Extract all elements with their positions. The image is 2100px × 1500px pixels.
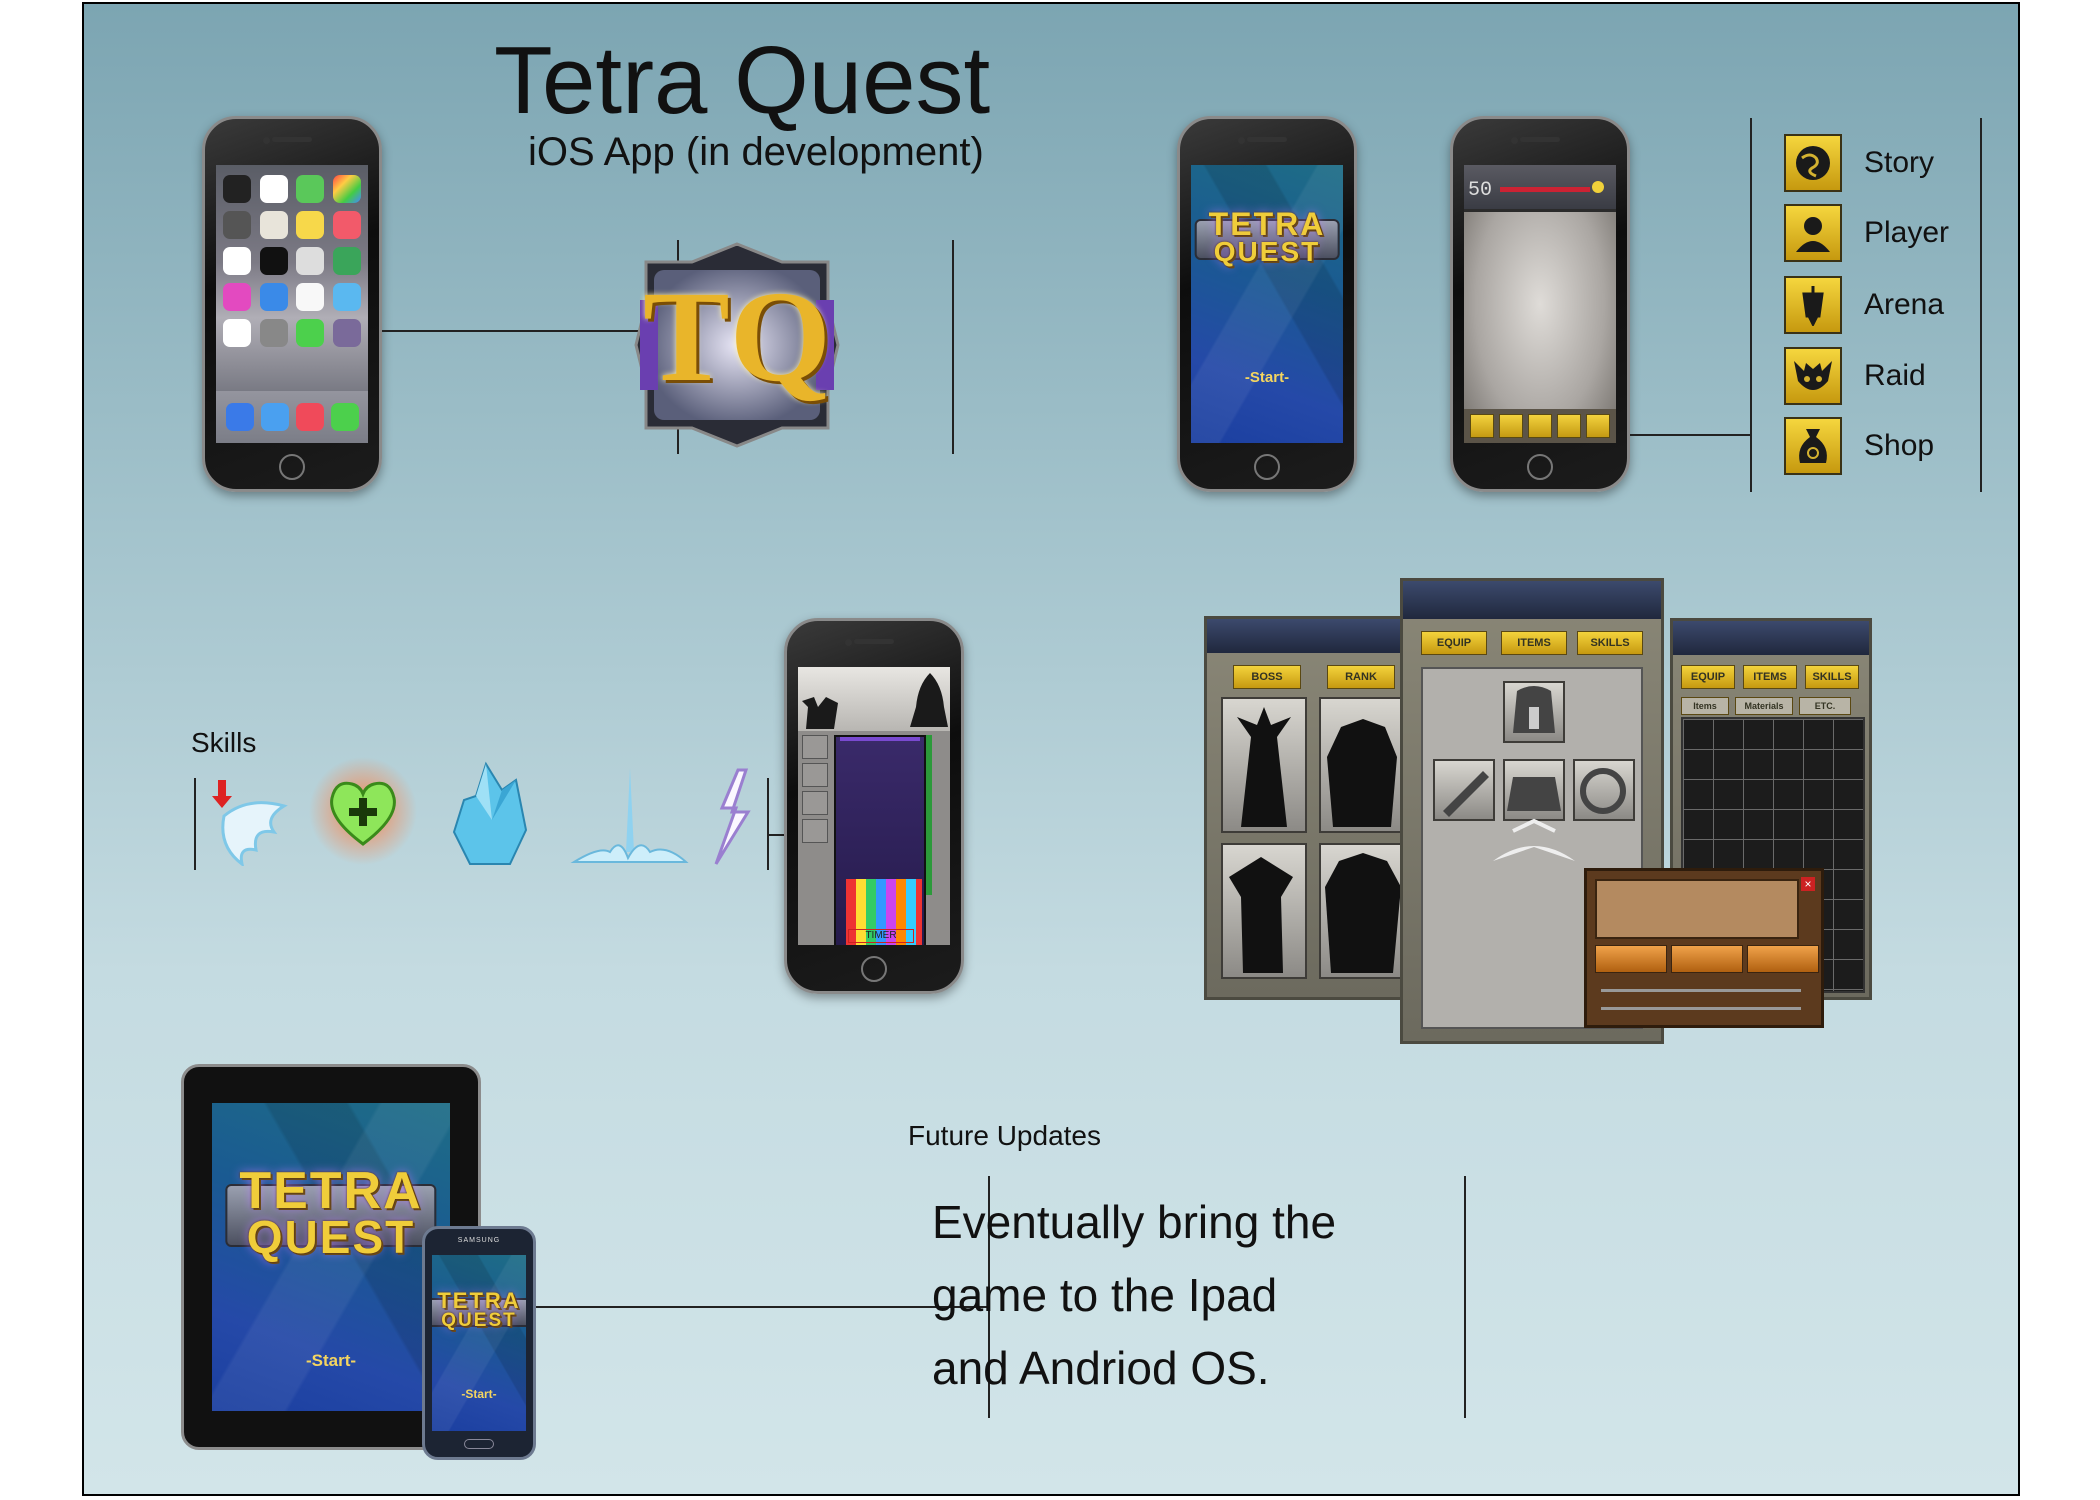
- mini-story-icon[interactable]: [1469, 414, 1494, 438]
- player-icon: [1784, 204, 1842, 262]
- tetris-board[interactable]: [834, 735, 926, 945]
- iphone-splash-screen[interactable]: TETRA QUEST -Start-: [1177, 116, 1357, 492]
- iphone-gameplay-screen: TIMER: [784, 618, 964, 994]
- mini-arena-icon[interactable]: [1527, 414, 1552, 438]
- menu-item-raid[interactable]: Raid: [1784, 347, 1926, 405]
- menu-item-arena[interactable]: Arena: [1784, 276, 1944, 334]
- connector-line: [536, 1306, 988, 1308]
- mini-player-icon[interactable]: [1498, 414, 1523, 438]
- bracket-line: [952, 240, 954, 454]
- dialog-button[interactable]: [1747, 945, 1819, 973]
- bracket-line: [988, 1176, 990, 1418]
- connector-line: [1630, 434, 1750, 436]
- raid-icon: [1784, 347, 1842, 405]
- future-updates-text: Eventually bring the game to the Ipad an…: [932, 1196, 1337, 1394]
- timer-label: TIMER: [848, 929, 914, 943]
- ipad-tetra-quest-logo: TETRA QUEST: [225, 1165, 437, 1260]
- dialog-popup[interactable]: ×: [1584, 868, 1824, 1028]
- bracket-line: [1464, 1176, 1466, 1418]
- tab-skills[interactable]: SKILLS: [1577, 631, 1643, 655]
- tab-items[interactable]: ITEMS: [1501, 631, 1567, 655]
- ice-crystal-icon[interactable]: [446, 760, 536, 875]
- ice-spike-icon[interactable]: [570, 766, 690, 875]
- tab-boss[interactable]: BOSS: [1233, 665, 1301, 689]
- bracket-line: [767, 778, 769, 870]
- subtab-etc[interactable]: ETC.: [1799, 697, 1851, 715]
- boss-rank-panel: BOSS RANK: [1204, 616, 1434, 1000]
- shop-bag-icon: [1784, 417, 1842, 475]
- tab-skills-right[interactable]: SKILLS: [1805, 665, 1859, 689]
- bracket-line: [194, 778, 196, 870]
- subtab-materials[interactable]: Materials: [1735, 697, 1793, 715]
- tab-items-right[interactable]: ITEMS: [1743, 665, 1797, 689]
- close-icon[interactable]: ×: [1801, 877, 1815, 891]
- menu-bar: [1464, 409, 1616, 443]
- arena-icon: [1784, 276, 1842, 334]
- skills-label: Skills: [191, 727, 257, 758]
- bracket-line: [1750, 118, 1752, 492]
- health-bar: [926, 735, 932, 895]
- page-title: Tetra Quest: [494, 27, 991, 134]
- menu-item-player[interactable]: Player: [1784, 204, 1949, 262]
- tab-rank[interactable]: RANK: [1327, 665, 1395, 689]
- start-button[interactable]: -Start-: [1244, 369, 1290, 386]
- tq-app-icon: TQ: [632, 240, 842, 450]
- iphone-menu-screen: 50: [1450, 116, 1630, 492]
- dock: [216, 391, 368, 443]
- dialog-content: [1595, 879, 1799, 939]
- mini-shop-icon[interactable]: [1586, 414, 1611, 438]
- bracket-line: [1980, 118, 1982, 492]
- skill-slot[interactable]: [802, 819, 828, 843]
- wing-drop-icon[interactable]: [208, 776, 292, 871]
- samsung-brand: SAMSUNG: [457, 1237, 501, 1244]
- dialog-button[interactable]: [1595, 945, 1667, 973]
- home-button: [464, 1439, 494, 1449]
- tq-letters: TQ: [643, 265, 831, 409]
- skill-slot[interactable]: [802, 735, 828, 759]
- android-phone: SAMSUNG TETRA QUEST -Start-: [422, 1226, 536, 1460]
- status-bar: 50: [1464, 165, 1616, 212]
- menu-item-story[interactable]: Story: [1784, 134, 1934, 192]
- level-indicator: 50: [1468, 179, 1493, 202]
- skill-slot[interactable]: [802, 763, 828, 787]
- subtab-items[interactable]: Items: [1681, 697, 1729, 715]
- android-tetra-quest-logo: TETRA QUEST: [432, 1290, 526, 1330]
- globe-icon: [1784, 134, 1842, 192]
- future-updates-label: Future Updates: [908, 1120, 1101, 1151]
- presentation-board: Tetra Quest iOS App (in development): [82, 2, 2020, 1496]
- equipment-panel: EQUIP ITEMS SKILLS: [1400, 578, 1664, 1044]
- ipad-start-button[interactable]: -Start-: [305, 1351, 357, 1370]
- app-grid: [222, 175, 362, 347]
- tetra-quest-logo: TETRA QUEST: [1194, 208, 1340, 266]
- android-start-button[interactable]: -Start-: [461, 1387, 497, 1401]
- menu-item-shop[interactable]: Shop: [1784, 417, 1934, 475]
- coin-icon: [1592, 181, 1604, 193]
- tab-equip-right[interactable]: EQUIP: [1681, 665, 1735, 689]
- mini-raid-icon[interactable]: [1557, 414, 1582, 438]
- slider-track[interactable]: [1601, 989, 1801, 992]
- dialog-button[interactable]: [1671, 945, 1743, 973]
- battle-header: [798, 667, 950, 731]
- iphone-home-screen: [202, 116, 382, 492]
- connector-line: [382, 330, 678, 332]
- slider-track[interactable]: [1601, 1007, 1801, 1010]
- lightning-icon[interactable]: [708, 768, 758, 873]
- skill-slot[interactable]: [802, 791, 828, 815]
- heal-heart-icon[interactable]: [308, 756, 418, 871]
- tab-equip[interactable]: EQUIP: [1421, 631, 1487, 655]
- skill-slots: [802, 735, 828, 845]
- page-subtitle: iOS App (in development): [528, 130, 984, 174]
